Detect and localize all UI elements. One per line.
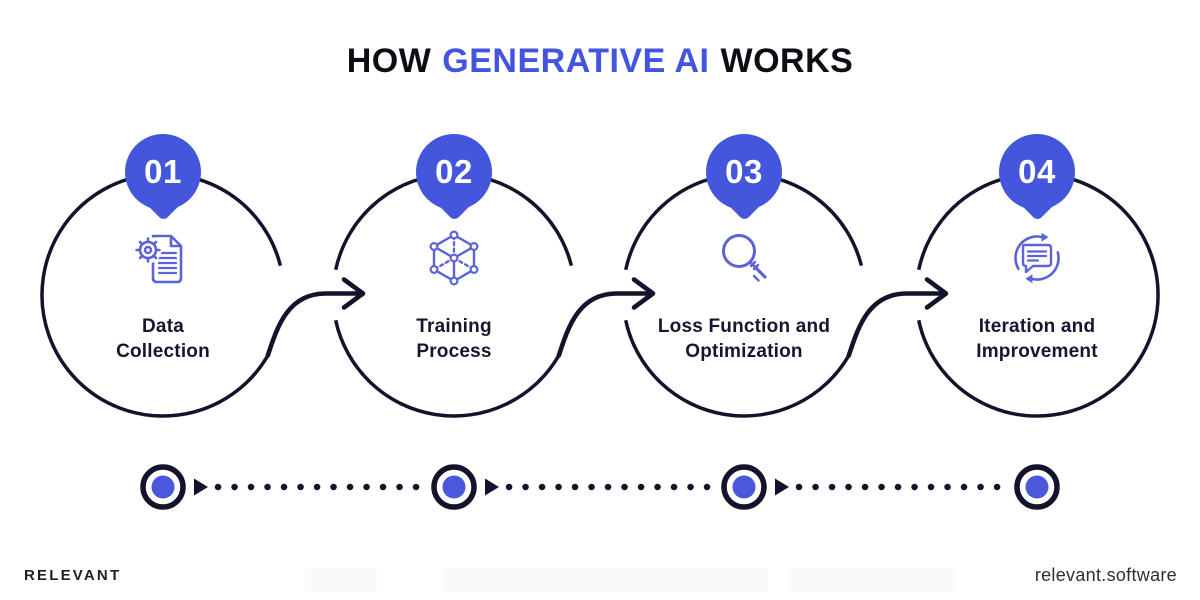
- step-3-label-line1: Loss Function and: [657, 316, 831, 337]
- faint-watermark-bar: [305, 568, 377, 592]
- step-2-label-line1: Training: [416, 316, 492, 337]
- step-4-label-line1: Iteration and: [978, 316, 1096, 337]
- timeline-node-4: [1014, 464, 1060, 510]
- step-3-number: 03: [725, 153, 763, 190]
- title-word-works: WORKS: [720, 42, 854, 80]
- title-word-how: HOW: [346, 42, 432, 80]
- chat-refresh-icon: [1014, 232, 1060, 284]
- timeline-node-1: [140, 464, 186, 510]
- network-cube-icon: [429, 230, 479, 286]
- connector-arrow-2: [556, 291, 650, 358]
- step-1-badge: 01: [125, 134, 201, 210]
- relevant-logo: RELEVANT: [24, 567, 122, 584]
- faint-watermark-bar: [443, 568, 768, 592]
- step-2-badge: 02: [416, 134, 492, 210]
- step-2-number: 02: [435, 153, 473, 190]
- timeline-node-3: [721, 464, 767, 510]
- step-1-label: Data Collection: [43, 314, 283, 364]
- step-1-label-line2: Collection: [116, 341, 210, 362]
- title-accent-generative-ai: GENERATIVE AI: [442, 42, 710, 80]
- step-4-badge: 04: [999, 134, 1075, 210]
- step-3-badge: 03: [706, 134, 782, 210]
- connector-arrow-3: [846, 291, 943, 358]
- timeline-node-2: [431, 464, 477, 510]
- gear-document-icon: [134, 234, 183, 284]
- timeline-triangle-2: [485, 478, 499, 496]
- connector-arrow-1: [265, 291, 360, 358]
- step-2-label: Training Process: [334, 314, 574, 364]
- connector-arrowhead-3: [924, 277, 949, 310]
- timeline-triangle-3: [775, 478, 789, 496]
- timeline-triangle-1: [194, 478, 208, 496]
- step-4-label: Iteration and Improvement: [917, 314, 1157, 364]
- step-1-number: 01: [144, 153, 182, 190]
- faint-watermark-bar: [788, 568, 956, 592]
- connector-arrowhead-1: [341, 277, 366, 310]
- connector-arrowhead-2: [631, 277, 656, 310]
- step-circle-4: [916, 172, 1160, 418]
- page-title: HOW GENERATIVE AI WORKS: [0, 42, 1200, 81]
- timeline: [140, 464, 1060, 510]
- step-4-number: 04: [1018, 153, 1056, 190]
- step-1-label-line1: Data: [142, 316, 184, 337]
- magnifier-icon: [722, 234, 767, 282]
- step-3-label-line2: Optimization: [685, 341, 803, 362]
- step-circle-1: [40, 172, 283, 418]
- step-4-label-line2: Improvement: [976, 341, 1098, 362]
- step-2-label-line2: Process: [416, 341, 492, 362]
- website-url: relevant.software: [1034, 565, 1177, 585]
- step-3-label: Loss Function and Optimization: [624, 314, 864, 364]
